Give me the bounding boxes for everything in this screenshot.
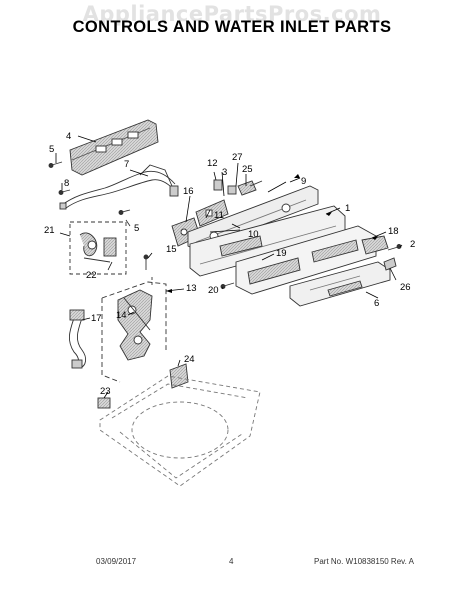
watermark: AppliancePartsPros.com (82, 2, 382, 26)
callout-16: 16 (183, 186, 194, 197)
knob-components (213, 179, 263, 196)
callout-5: 5 (49, 144, 54, 155)
callout-1: 1 (345, 203, 350, 214)
leader-arrows (166, 174, 378, 293)
callout-27: 27 (232, 152, 243, 163)
graphics-panel-part (235, 225, 377, 295)
callout-19: 19 (276, 248, 287, 259)
screw-part (387, 244, 402, 251)
callout-15: 15 (166, 244, 177, 255)
callout-21: 21 (44, 225, 55, 236)
screw-part (118, 209, 131, 227)
footer-page-number: 4 (229, 557, 234, 566)
callout-14: 14 (116, 310, 127, 321)
callout-13: 13 (186, 283, 197, 294)
callout-22: 22 (86, 270, 97, 281)
water-valve-group-13 (101, 276, 167, 383)
footer-part-number: Part No. W10838150 Rev. A (314, 557, 414, 566)
inlet-hose-part (68, 309, 87, 369)
callout-2: 2 (410, 239, 415, 250)
connector-part (169, 363, 189, 389)
cover-panel-part (289, 261, 391, 307)
callout-17: 17 (91, 313, 102, 324)
screw-part (220, 282, 235, 289)
control-panel-part (187, 185, 319, 251)
control-bracket-part (69, 119, 159, 176)
console-part (189, 205, 346, 277)
callout-6: 6 (374, 298, 379, 309)
bracket-part (195, 199, 229, 227)
callout-4: 4 (66, 131, 71, 142)
callout-11: 11 (214, 210, 224, 221)
callout-10: 10 (248, 229, 259, 240)
callout-7: 7 (124, 159, 129, 170)
screw-part (58, 189, 71, 195)
callout-26: 26 (400, 282, 411, 293)
connector-part (97, 397, 111, 409)
callout-5b: 5 (134, 223, 139, 234)
screw-part (48, 161, 63, 168)
screw-part (143, 254, 149, 270)
footer-date: 03/09/2017 (96, 557, 137, 566)
clip-part (383, 257, 397, 271)
valve-group-21 (69, 221, 127, 275)
callouts: 4 5 7 8 9 1 12 3 27 25 16 11 10 21 5 22 … (44, 131, 415, 397)
callout-3: 3 (222, 167, 227, 178)
callout-25: 25 (242, 164, 253, 175)
callout-9: 9 (301, 176, 306, 187)
leader-lines (55, 135, 403, 399)
water-valve-part (117, 289, 153, 361)
callout-23: 23 (100, 386, 111, 397)
page-title: CONTROLS AND WATER INLET PARTS (72, 18, 392, 36)
wire-harness-part (59, 164, 179, 210)
callout-24: 24 (184, 354, 195, 365)
cabinet-top-outline (99, 375, 261, 487)
callout-8: 8 (64, 178, 69, 189)
callout-18: 18 (388, 226, 399, 237)
callout-12: 12 (207, 158, 218, 169)
callout-20: 20 (208, 285, 219, 296)
